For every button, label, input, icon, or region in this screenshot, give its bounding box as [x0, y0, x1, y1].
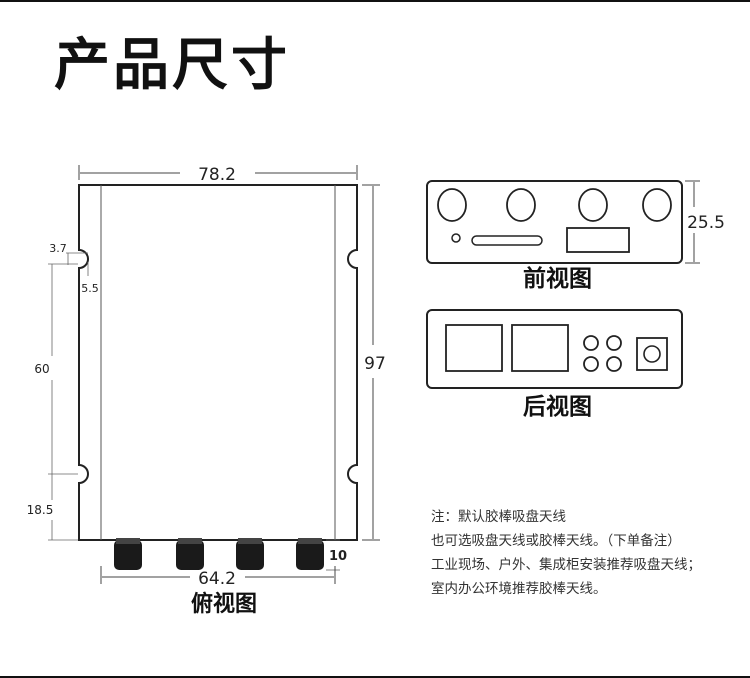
slot-spacing-label: 60	[34, 362, 49, 376]
top-view-outline	[78, 184, 358, 541]
front-height-label: 25.5	[687, 213, 725, 233]
front-view-outline	[426, 180, 683, 264]
rear-power-jack	[636, 337, 668, 371]
overall-width-label: 78.2	[198, 165, 236, 185]
note-line: 也可选吸盘天线或胶棒天线。（下单备注）	[431, 533, 681, 549]
rear-terminal-hole	[583, 356, 599, 372]
rear-view	[426, 309, 683, 389]
note-line: 室内办公环境推荐胶棒天线。	[431, 581, 607, 597]
antenna-connector	[176, 540, 204, 570]
slot-offset-label: 3.7	[49, 242, 67, 255]
bottom-divider	[0, 676, 750, 678]
front-antenna-port	[506, 188, 536, 222]
antenna-connector	[114, 540, 142, 570]
rear-ethernet-port	[445, 324, 503, 372]
rear-terminal-hole	[606, 356, 622, 372]
bottom-offset-label: 18.5	[27, 503, 54, 517]
inner-width-label: 64.2	[198, 569, 236, 589]
antenna-connectors	[114, 538, 324, 570]
notch-left-top	[78, 249, 89, 269]
page-title: 产品尺寸	[54, 33, 290, 98]
note-line: 注：默认胶棒吸盘天线	[431, 509, 566, 525]
overall-height-label: 97	[364, 354, 386, 374]
rear-terminal-hole	[583, 335, 599, 351]
rear-view-outline	[426, 309, 683, 389]
front-antenna-port	[437, 188, 467, 222]
rear-view-caption: 后视图	[523, 394, 592, 420]
top-view-caption: 俯视图	[191, 592, 258, 617]
connector-height-label: 10	[329, 549, 347, 564]
front-view-caption: 前视图	[523, 266, 592, 292]
front-antenna-port	[578, 188, 608, 222]
top-divider	[0, 0, 750, 2]
rear-ethernet-port	[511, 324, 569, 372]
rear-power-jack-pin	[643, 345, 661, 363]
front-led	[451, 233, 461, 243]
front-antenna-port	[642, 188, 672, 222]
antenna-connector	[236, 540, 264, 570]
note-line: 工业现场、户外、集成柜安装推荐吸盘天线；	[431, 557, 701, 573]
antenna-connector	[296, 540, 324, 570]
antenna-notes: 注：默认胶棒吸盘天线 也可选吸盘天线或胶棒天线。（下单备注） 工业现场、户外、集…	[431, 505, 701, 601]
front-view: 25.5	[426, 180, 725, 264]
front-sim-slot	[471, 235, 543, 246]
rear-terminal-hole	[606, 335, 622, 351]
front-usb-port	[566, 227, 630, 253]
top-view: 78.2 97 3.7 5.5 60 18.5	[27, 165, 386, 589]
slot-width-label: 5.5	[81, 282, 99, 295]
